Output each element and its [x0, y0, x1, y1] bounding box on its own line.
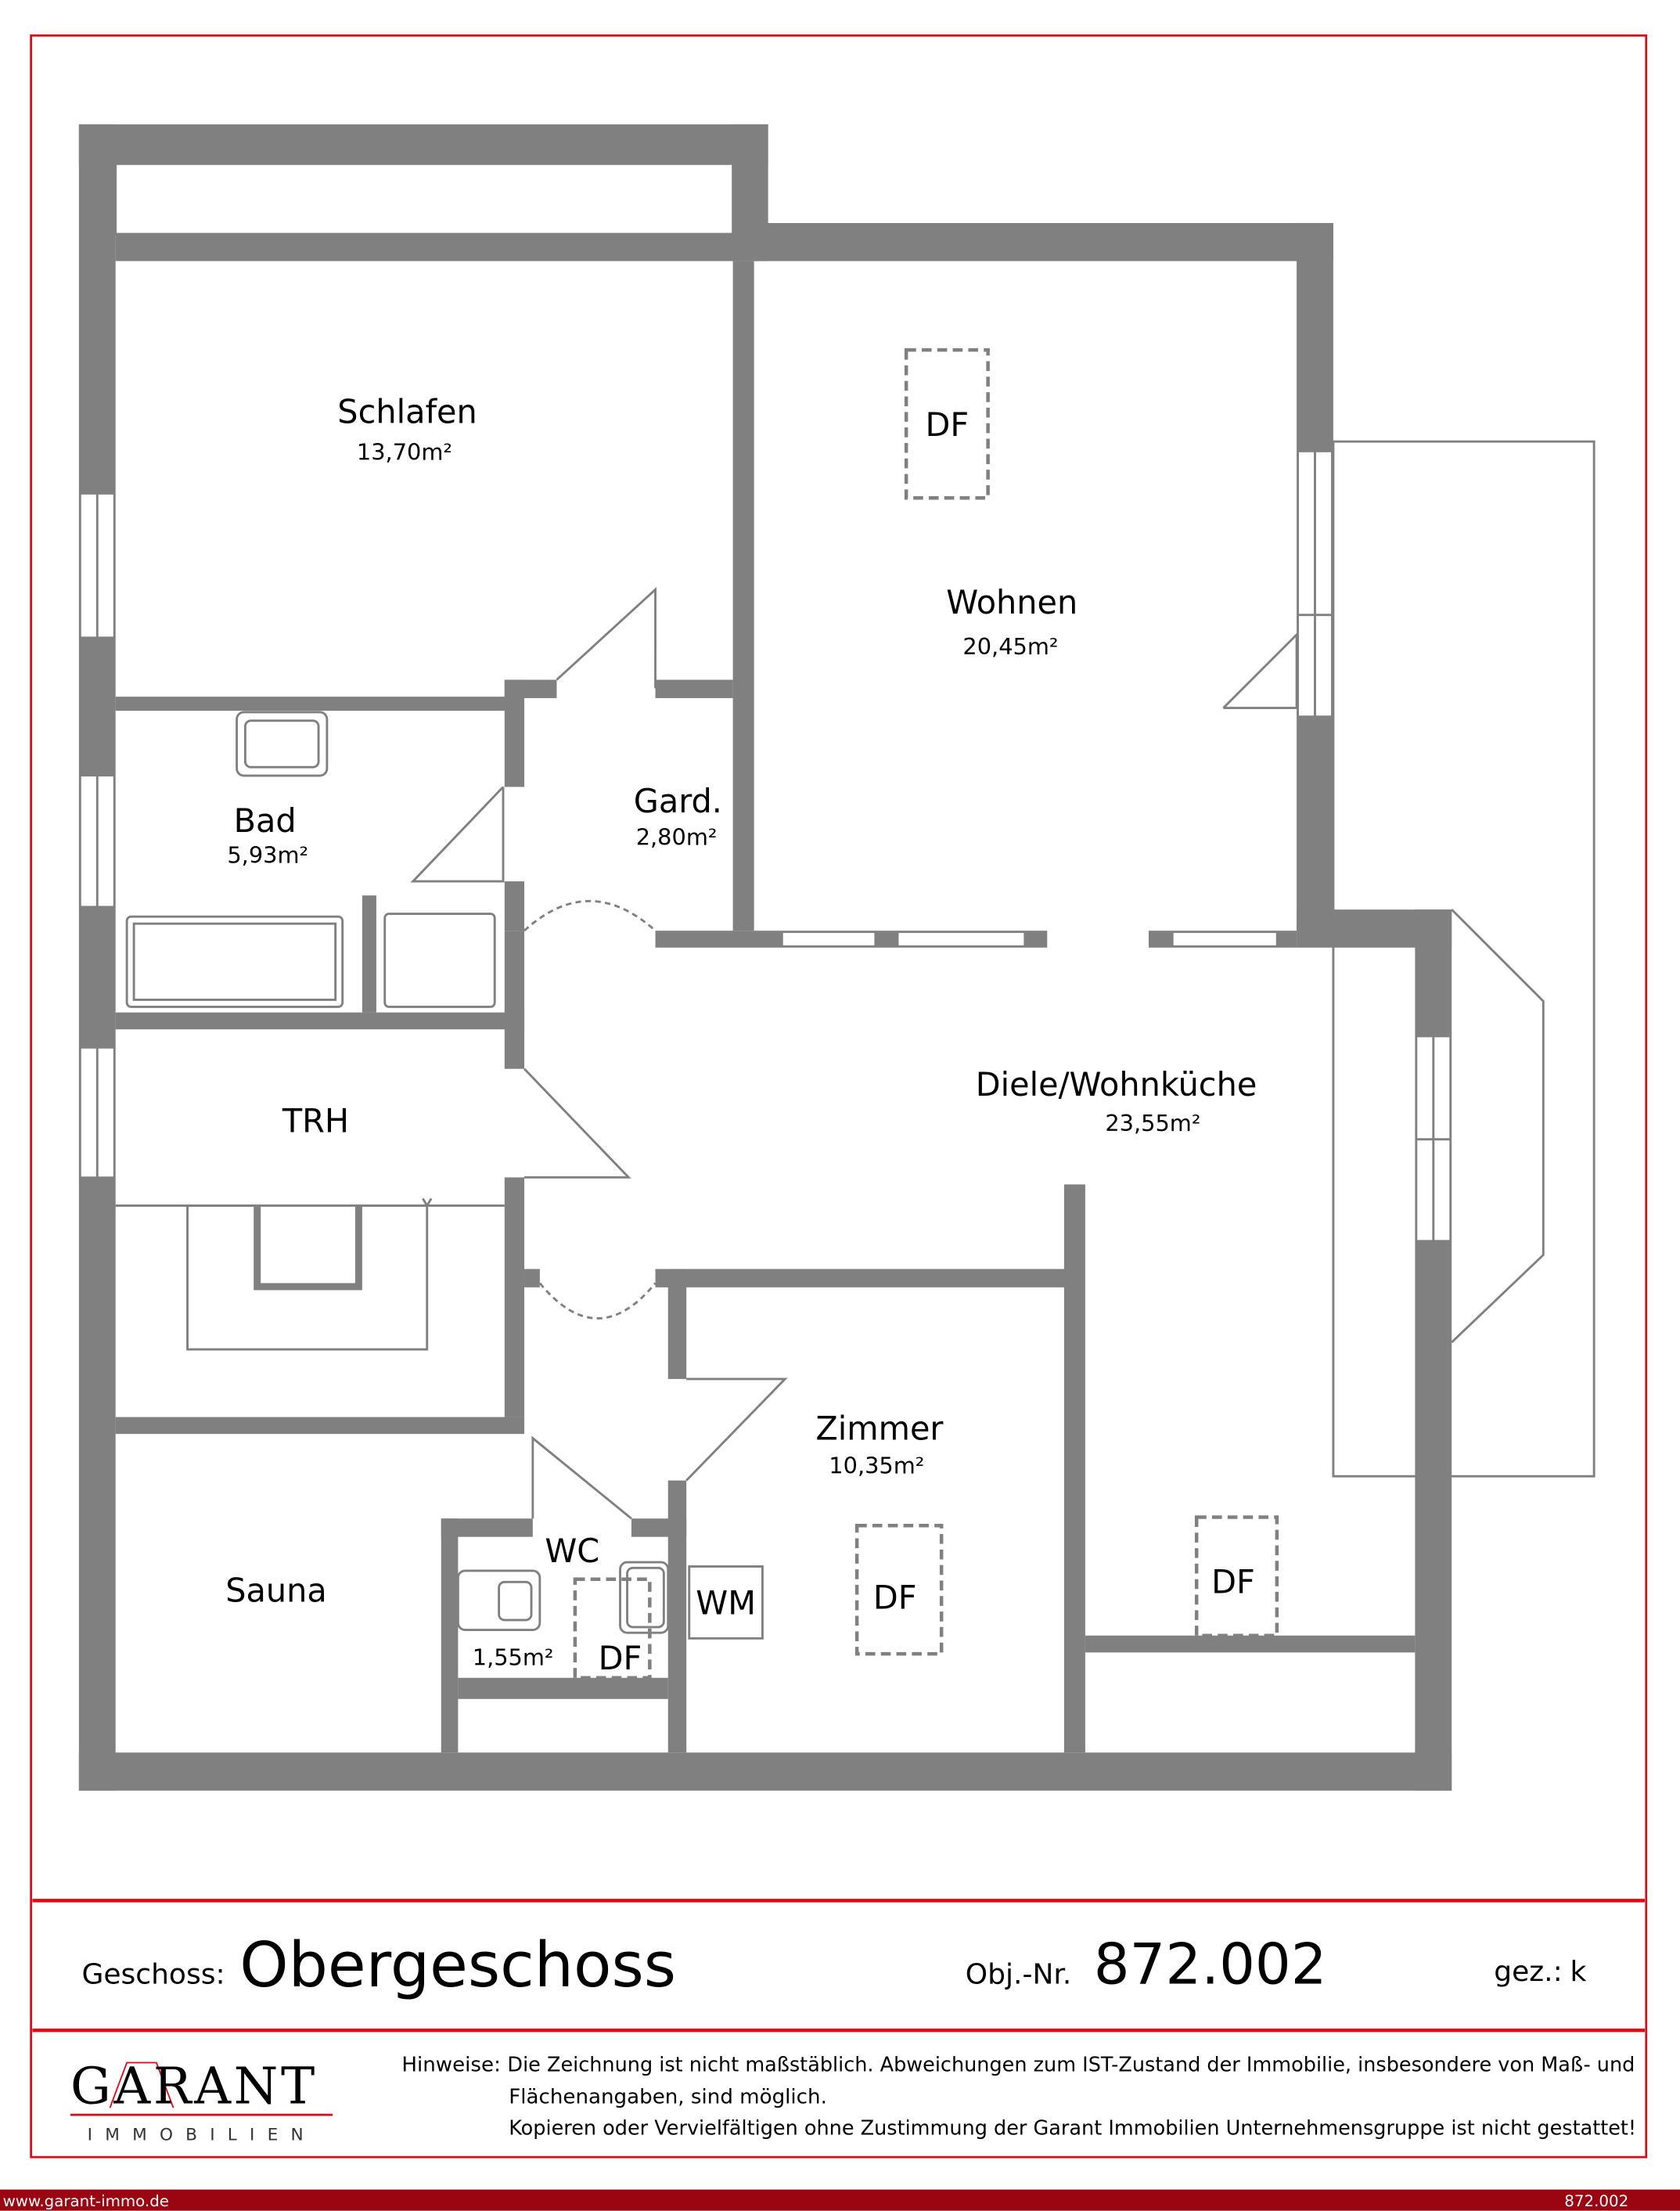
- bay-window-outline: [1451, 909, 1545, 1344]
- room-name-wohnen: Wohnen: [946, 584, 1077, 621]
- room-area-wc: 1,55m²: [473, 1644, 554, 1671]
- room-name-bad: Bad: [234, 802, 297, 840]
- roof-window-outline: [1194, 1515, 1279, 1637]
- roof-window-label: DF: [926, 406, 970, 444]
- notes-line: Flächenangaben, sind möglich.: [509, 2086, 827, 2109]
- garant-logo: GARANT IMMOBILIEN: [70, 2058, 333, 2145]
- room-name-gard: Gard.: [634, 783, 722, 820]
- walls: [78, 124, 1452, 1791]
- object-number-label: Obj.-Nr.: [966, 1959, 1072, 1991]
- svg-text:GARANT: GARANT: [70, 2058, 318, 2116]
- shower-icon: [383, 913, 496, 1008]
- room-area-diele: 23,55m²: [1105, 1110, 1200, 1136]
- roof-window-label: DF: [599, 1640, 642, 1677]
- roof-window-label: DF: [1211, 1564, 1255, 1601]
- drawn-by-label: gez.:: [1494, 1956, 1563, 1988]
- roof-window-outline: [573, 1577, 652, 1680]
- drawn-by-value: k: [1570, 1956, 1587, 1988]
- roof-window-outline: [904, 347, 990, 500]
- notes-line: Kopieren oder Vervielfältigen ohne Zusti…: [509, 2116, 1636, 2140]
- object-number-value: 872.002: [1094, 1932, 1327, 1997]
- windows: [79, 450, 1452, 1242]
- roof-window-label: DF: [873, 1579, 917, 1617]
- room-name-diele: Diele/Wohnküche: [976, 1066, 1257, 1104]
- washing-machine-box: [688, 1565, 764, 1640]
- fixtures: [115, 347, 1279, 1680]
- footer-bar: [0, 2189, 1680, 2211]
- room-name-trh: TRH: [282, 1103, 349, 1140]
- notes-label: Hinweise:: [401, 2053, 501, 2076]
- room-area-gard: 2,80m²: [636, 823, 718, 850]
- room-name-schlafen: Schlafen: [337, 394, 477, 431]
- top-balcony-outline: [114, 162, 735, 236]
- room-area-zimmer: 10,35m²: [829, 1453, 924, 1479]
- room-name-sauna: Sauna: [225, 1572, 327, 1610]
- footer-reference: 872.002: [1564, 2192, 1628, 2210]
- room-name-wc: WC: [545, 1532, 599, 1570]
- balcony-outline: [1332, 440, 1595, 1478]
- room-name-zimmer: Zimmer: [815, 1410, 944, 1447]
- bathtub-icon: [125, 915, 344, 1008]
- floor-value: Obergeschoss: [239, 1928, 676, 2001]
- room-area-bad: 5,93m²: [227, 842, 308, 869]
- washing-machine-label: WM: [696, 1585, 756, 1622]
- floor-label: Geschoss:: [81, 1959, 225, 1991]
- page-frame: [30, 34, 1648, 2159]
- room-area-schlafen: 13,70m²: [357, 439, 452, 466]
- door-swings: [410, 587, 1298, 1520]
- room-area-wohnen: 20,45m²: [962, 633, 1058, 660]
- roof-window-outline: [854, 1523, 944, 1656]
- footer-website-link[interactable]: www.garant-immo.de: [3, 2192, 169, 2210]
- toilet-icon: [619, 1561, 670, 1634]
- sink-icon: [236, 711, 329, 777]
- floor-plan: Schlafen 13,70m² DF Wohnen 20,45m² Bad 5…: [78, 124, 1595, 1791]
- notes-line: Die Zeichnung ist nicht maßstäblich. Abw…: [507, 2053, 1635, 2076]
- wc-sink-icon: [456, 1569, 541, 1631]
- svg-text:IMMOBILIEN: IMMOBILIEN: [88, 2126, 316, 2145]
